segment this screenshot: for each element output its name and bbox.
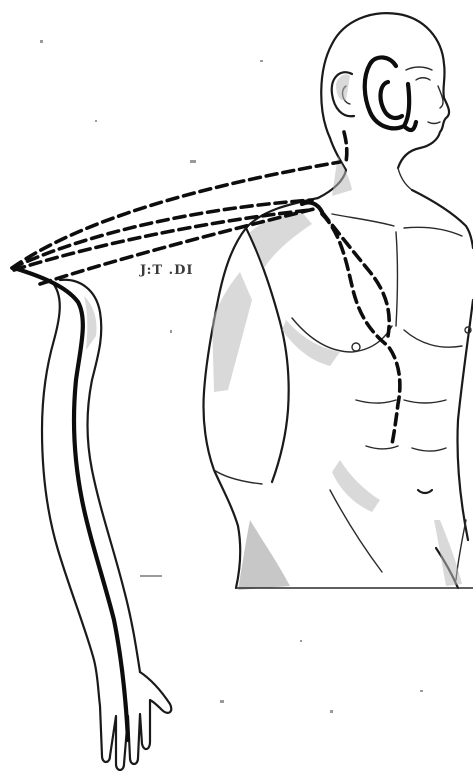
speck (190, 160, 196, 163)
dashed-neck (344, 132, 347, 162)
ear-shade (336, 74, 350, 100)
brow-line (406, 67, 432, 70)
arm-outer-outline (42, 282, 100, 706)
navel (418, 490, 432, 493)
arm-right-outline (457, 300, 473, 540)
arm-shade (84, 296, 97, 350)
neck-front-outline (398, 168, 412, 190)
shoulder-right-outline (412, 190, 473, 248)
left-forearm-back (214, 470, 262, 484)
arm-channel-line (14, 268, 128, 740)
clavicle-left (332, 214, 394, 226)
arm-inner-outline (60, 280, 140, 672)
shade-waist (238, 520, 290, 590)
speck (40, 40, 43, 43)
scan-artifact-text: J:T .DI (139, 263, 194, 278)
abdomen-line-3 (366, 446, 398, 449)
head-loop-inner (381, 82, 402, 118)
meridian-pathway (12, 57, 416, 740)
eye (416, 78, 430, 80)
hand-outline (100, 672, 171, 770)
abdomen-line-1 (356, 400, 396, 403)
mouth (428, 122, 440, 124)
torso-figure (203, 13, 473, 590)
nipple-left (352, 343, 360, 351)
nose (438, 86, 443, 108)
shade-pec (282, 320, 340, 366)
speck (220, 700, 224, 703)
dashed-chest-outer (322, 212, 389, 336)
pectoral-right (404, 330, 462, 347)
shade-abdomen (332, 460, 380, 512)
clavicle-right (404, 227, 462, 236)
abdomen-line-2 (404, 400, 446, 403)
speck (300, 640, 302, 642)
speck (420, 690, 423, 692)
speck (330, 710, 333, 713)
speck (260, 60, 263, 62)
speck (95, 120, 97, 122)
abdomen-line-4 (412, 448, 446, 451)
speck (140, 575, 162, 577)
sternum-line (396, 232, 398, 326)
shade-side (212, 272, 252, 392)
left-arm-inner (246, 228, 289, 482)
detached-arm (42, 280, 171, 770)
speck (170, 330, 172, 333)
